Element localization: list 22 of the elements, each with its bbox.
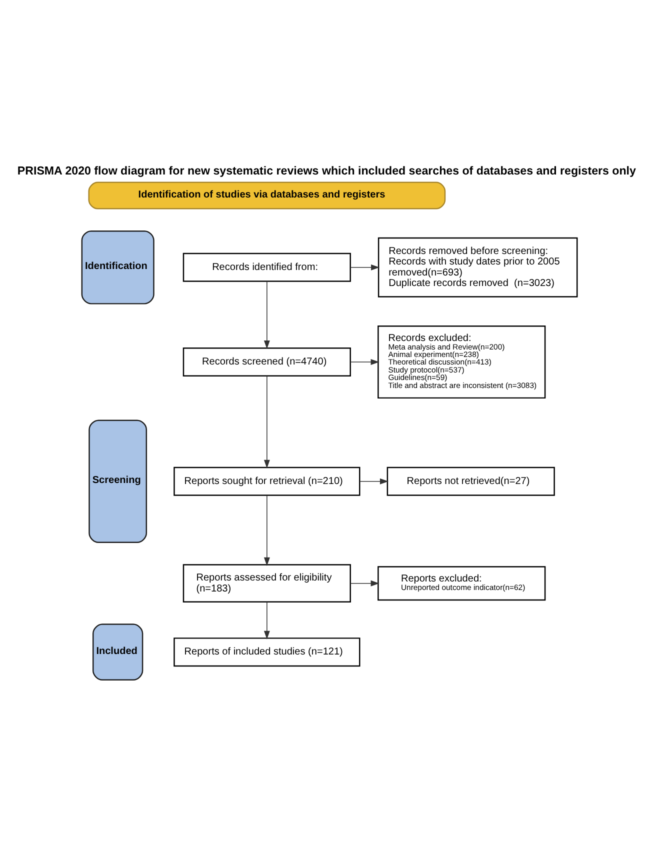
- diagram-title: PRISMA 2020 flow diagram for new systematic reviews which included searches of databases and registers only: [17, 165, 636, 178]
- arrow: [264, 601, 270, 639]
- arrow: [350, 580, 380, 586]
- node-box: Records identified from:: [182, 252, 351, 282]
- arrow: [350, 264, 380, 270]
- arrow: [350, 358, 380, 364]
- node-box: Records screened (n=4740): [182, 347, 351, 376]
- node-box: Reports excluded: Unreported outcome indicator(n=62): [378, 566, 546, 600]
- node-box: Reports of included studies (n=121): [174, 637, 360, 666]
- arrow: [264, 494, 270, 566]
- node-box: Records removed before screening: Records with study dates prior to 2005 removed(n=693) Duplicate records removed (n=3023): [378, 236, 578, 297]
- node-box: Identification of studies via databases and registers: [88, 181, 446, 209]
- node-box: Reports assessed for eligibility (n=183): [182, 564, 351, 602]
- node-box: Records excluded: Meta analysis and Review(n=200) Animal experiment(n=238) Theoretical discussion(n=413) Study protocol(n=537) Guidelines(n=59) Title and abstract are inconsistent (n=3083): [378, 324, 546, 398]
- arrow: [264, 280, 270, 349]
- node-box: Reports not retrieved(n=27): [386, 466, 555, 496]
- node-box: Reports sought for retrieval (n=210): [174, 466, 360, 496]
- node-box: Screening: [88, 419, 148, 543]
- arrow: [359, 478, 388, 484]
- node-box: Included: [92, 623, 144, 680]
- arrow: [264, 375, 270, 468]
- node-box: Identification: [81, 230, 154, 304]
